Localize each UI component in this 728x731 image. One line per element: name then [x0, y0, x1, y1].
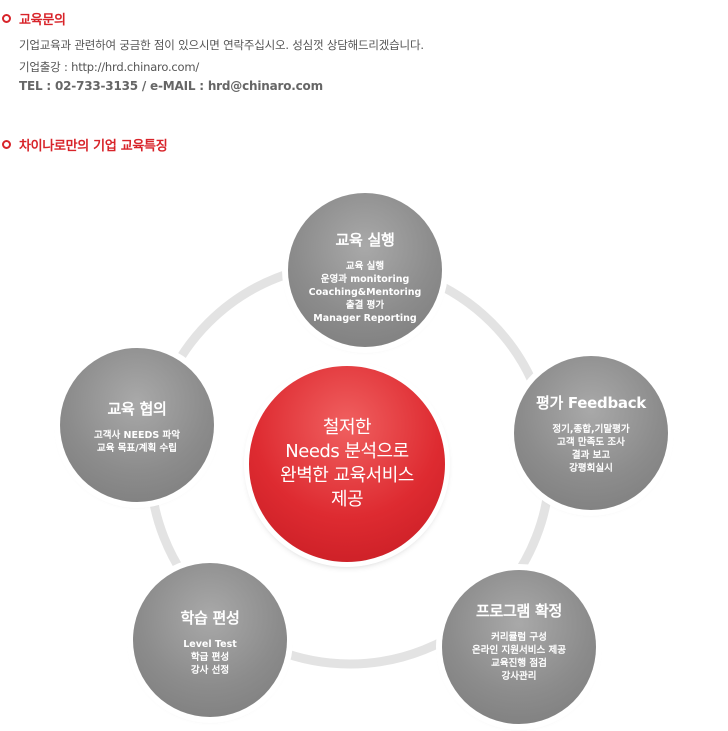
node-detail: 강평회실시 — [569, 463, 613, 474]
center-line: 제공 — [330, 489, 364, 510]
node-detail: 출결 평가 — [345, 300, 385, 311]
node-detail: 결과 보고 — [571, 450, 611, 461]
node-title: 교육 실행 — [335, 231, 395, 249]
features-title: 차이나로만의 기업 교육특징 — [19, 139, 168, 154]
node-class-assignment: 학습 편성 Level Test 학급 편성 강사 선정 — [133, 563, 287, 717]
node-details: 고객사 NEEDS 파악 교육 목표/계획 수립 — [60, 429, 214, 455]
inquiry-title: 교육문의 — [19, 13, 66, 28]
node-consultation: 교육 협의 고객사 NEEDS 파악 교육 목표/계획 수립 — [60, 348, 214, 502]
center-message: 철저한 Needs 분석으로 완벽한 교육서비스 제공 — [249, 366, 445, 562]
node-detail: 강사 선정 — [190, 665, 230, 676]
node-detail: 정기,종합,기말평가 — [552, 424, 630, 435]
node-detail: 온라인 지원서비스 제공 — [471, 645, 566, 656]
node-detail: Level Test — [183, 639, 237, 650]
node-details: 정기,종합,기말평가 고객 만족도 조사 결과 보고 강평회실시 — [514, 423, 668, 475]
inquiry-header: 교육문의 — [2, 9, 66, 28]
node-detail: 운영과 monitoring — [320, 274, 410, 285]
node-details: 교육 실행 운영과 monitoring Coaching&Mentoring … — [288, 260, 442, 325]
node-details: 커리큘럼 구성 온라인 지원서비스 제공 교육진행 점검 강사관리 — [442, 631, 596, 683]
node-detail: 학급 편성 — [190, 652, 230, 663]
node-details: Level Test 학급 편성 강사 선정 — [133, 638, 287, 677]
node-detail: Coaching&Mentoring — [308, 287, 422, 298]
node-title: 교육 협의 — [107, 400, 167, 418]
node-detail: 교육 실행 — [345, 261, 385, 272]
inquiry-contact: TEL : 02-733-3135 / e-MAIL : hrd@chinaro… — [19, 79, 323, 93]
node-detail: 강사관리 — [501, 671, 537, 682]
node-program: 프로그램 확정 커리큘럼 구성 온라인 지원서비스 제공 교육진행 점검 강사관… — [442, 570, 596, 724]
inquiry-url[interactable]: 기업출강 : http://hrd.chinaro.com/ — [19, 60, 200, 74]
node-execution: 교육 실행 교육 실행 운영과 monitoring Coaching&Ment… — [288, 193, 442, 347]
node-detail: Manager Reporting — [313, 313, 417, 324]
node-detail: 교육 목표/계획 수립 — [96, 443, 177, 454]
node-title: 학습 편성 — [180, 609, 240, 627]
node-detail: 고객사 NEEDS 파악 — [94, 430, 180, 441]
bullet-icon — [2, 14, 11, 23]
features-header: 차이나로만의 기업 교육특징 — [2, 135, 168, 154]
node-detail: 교육진행 점검 — [491, 658, 547, 669]
center-line: 철저한 — [322, 417, 372, 438]
node-detail: 고객 만족도 조사 — [557, 437, 625, 448]
node-detail: 커리큘럼 구성 — [491, 632, 547, 643]
node-title: 프로그램 확정 — [476, 602, 562, 620]
center-line: 완벽한 교육서비스 — [280, 465, 414, 486]
bullet-icon — [2, 140, 11, 149]
node-feedback: 평가 Feedback 정기,종합,기말평가 고객 만족도 조사 결과 보고 강… — [514, 356, 668, 510]
center-line: Needs 분석으로 — [285, 441, 409, 462]
node-title: 평가 Feedback — [536, 394, 646, 412]
inquiry-description: 기업교육과 관련하여 궁금한 점이 있으시면 연락주십시오. 성심껏 상담해드리… — [19, 38, 424, 52]
